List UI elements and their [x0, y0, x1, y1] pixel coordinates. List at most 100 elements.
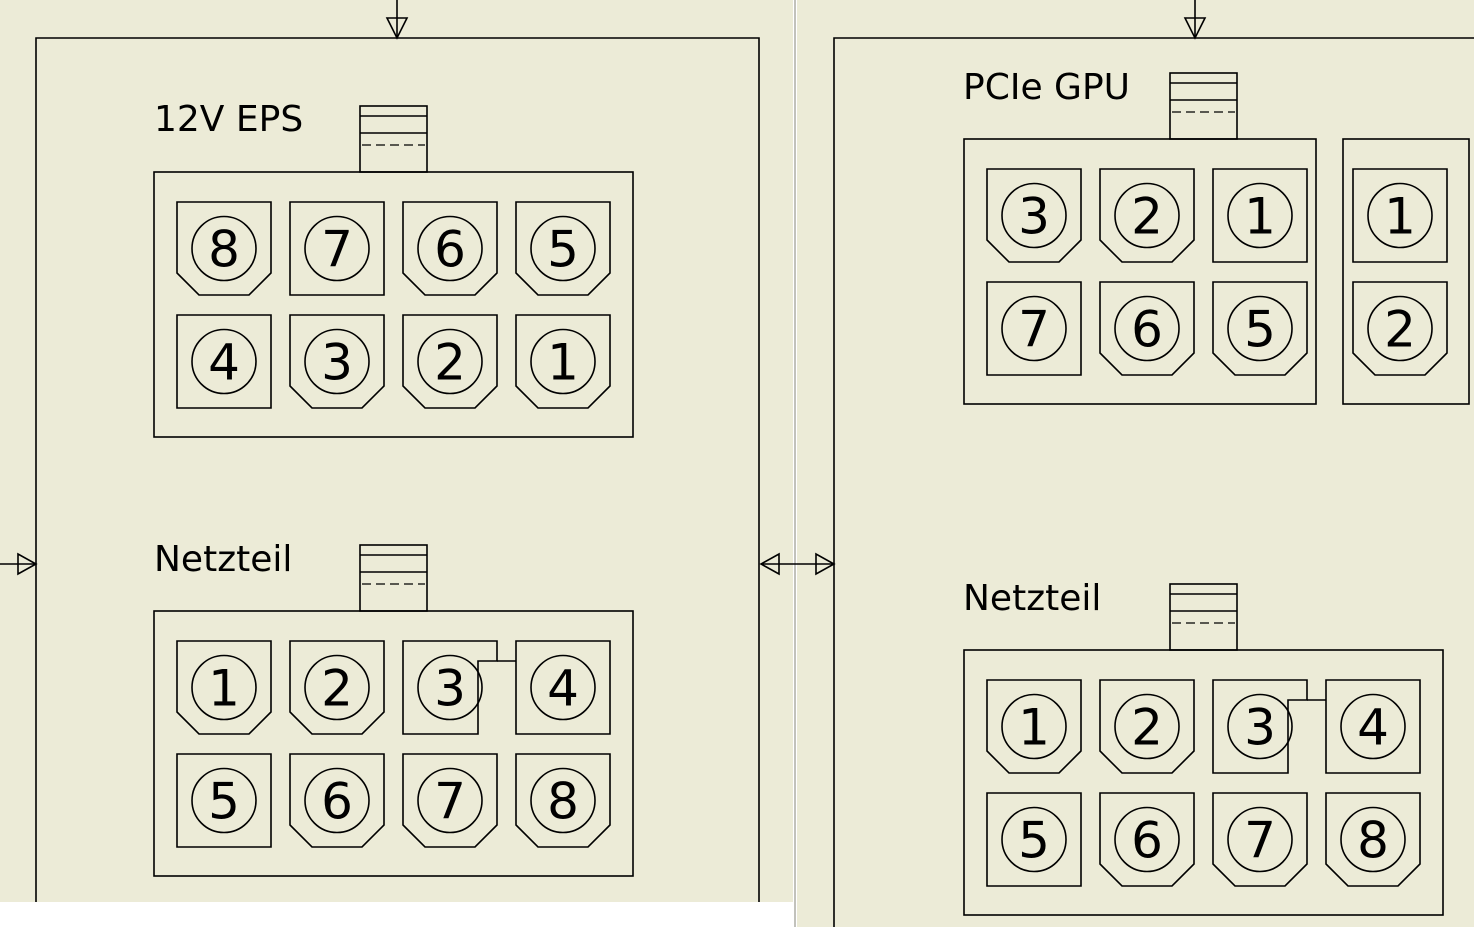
pin-2: 2: [1099, 679, 1195, 774]
pin-circle: [530, 328, 596, 395]
pin-2: 2: [289, 640, 385, 735]
pcie-connector-label: PCIe GPU: [963, 67, 1130, 108]
left-psu-connector-latch: [359, 544, 428, 612]
pin-number: 1: [1244, 188, 1276, 246]
pin-housing: [986, 792, 1082, 887]
pin-2: 2: [1352, 281, 1448, 376]
pin-housing: [402, 314, 498, 409]
left-psu-connector-housing: [153, 610, 634, 877]
pin-housing: [176, 753, 272, 848]
pin-circle: [530, 654, 596, 721]
pin-circle: [530, 215, 596, 282]
pin-circle: [191, 328, 257, 395]
pin-5: 5: [176, 753, 272, 848]
pin-7: 7: [1212, 792, 1308, 887]
pin-housing: [1352, 168, 1448, 263]
pin-number: 3: [1018, 188, 1050, 246]
pin-circle: [304, 767, 370, 834]
pin-circle: [417, 654, 483, 721]
pin-circle: [191, 215, 257, 282]
pcie-connector-latch: [1169, 72, 1238, 140]
pin-circle: [1001, 806, 1067, 873]
pin-number: 5: [208, 773, 240, 831]
pin-number: 2: [1384, 301, 1416, 359]
pin-housing: [515, 201, 611, 296]
pin-housing: [402, 201, 498, 296]
pin-number: 8: [547, 773, 579, 831]
pin-number: 4: [1357, 699, 1389, 757]
pin-circle: [304, 328, 370, 395]
pin-circle: [304, 654, 370, 721]
right-psu-connector-housing: [963, 649, 1444, 916]
pin-1: 1: [986, 679, 1082, 774]
pin-number: 1: [208, 660, 240, 718]
pin-number: 2: [321, 660, 353, 718]
pin-number: 4: [547, 660, 579, 718]
pin-number: 3: [434, 660, 466, 718]
pin-housing: [289, 201, 385, 296]
pin-housing: [402, 753, 498, 848]
pin-1: 1: [515, 314, 611, 409]
pin-number: 8: [208, 221, 240, 279]
pin-circle: [1340, 806, 1406, 873]
pin-3: 3: [986, 168, 1082, 263]
pin-circle: [1340, 693, 1406, 760]
pin-7: 7: [289, 201, 385, 296]
pin-housing: [986, 281, 1082, 376]
pin-circle: [191, 654, 257, 721]
pin-8: 8: [176, 201, 272, 296]
pin-5: 5: [515, 201, 611, 296]
left-psu-connector-label: Netzteil: [154, 539, 292, 580]
pin-housing: [986, 168, 1082, 263]
pin-housing: [289, 314, 385, 409]
pin-circle: [1227, 806, 1293, 873]
pin-number: 8: [1357, 812, 1389, 870]
pin-number: 3: [1244, 699, 1276, 757]
pin-6: 6: [1099, 792, 1195, 887]
arrow-top-left: [385, 0, 409, 40]
pcie-connector-housing: [963, 138, 1317, 405]
pin-8: 8: [1325, 792, 1421, 887]
pin-housing: [515, 314, 611, 409]
pin-number: 5: [547, 221, 579, 279]
pin-housing: [1212, 281, 1308, 376]
pin-circle: [1227, 182, 1293, 249]
pin-circle: [1114, 295, 1180, 362]
arrow-into-right-frame: [797, 552, 836, 576]
pin-2: 2: [402, 314, 498, 409]
pin-number: 3: [321, 334, 353, 392]
pin-circle: [417, 767, 483, 834]
pin-housing: [1352, 281, 1448, 376]
pin-housing: [1099, 679, 1195, 774]
pin-circle: [1227, 693, 1293, 760]
pin-circle: [1114, 182, 1180, 249]
pin-6: 6: [289, 753, 385, 848]
pin-circle: [304, 215, 370, 282]
pin-1: 1: [1352, 168, 1448, 263]
pin-number: 5: [1244, 301, 1276, 359]
pin-circle: [1227, 295, 1293, 362]
pin-number: 7: [321, 221, 353, 279]
pcie-aux-housing: [1342, 138, 1470, 405]
eps-connector-label: 12V EPS: [154, 99, 303, 140]
arrow-into-left-frame: [759, 552, 797, 576]
pin-number: 6: [1131, 812, 1163, 870]
pin-number: 2: [1131, 188, 1163, 246]
pin-number: 6: [1131, 301, 1163, 359]
pin-8: 8: [515, 753, 611, 848]
eps-connector-housing: [153, 171, 634, 438]
right-frame: [833, 37, 1474, 927]
pin-number: 1: [1018, 699, 1050, 757]
pin-number: 1: [1384, 188, 1416, 246]
pin-circle: [417, 215, 483, 282]
pin-6: 6: [402, 201, 498, 296]
pin-housing: [176, 314, 272, 409]
pin-housing: [1099, 281, 1195, 376]
pin-housing: [176, 201, 272, 296]
pin-7: 7: [986, 281, 1082, 376]
pin-7: 7: [402, 753, 498, 848]
pin-6: 6: [1099, 281, 1195, 376]
pin-circle: [530, 767, 596, 834]
pin-4: 4: [1307, 679, 1421, 774]
